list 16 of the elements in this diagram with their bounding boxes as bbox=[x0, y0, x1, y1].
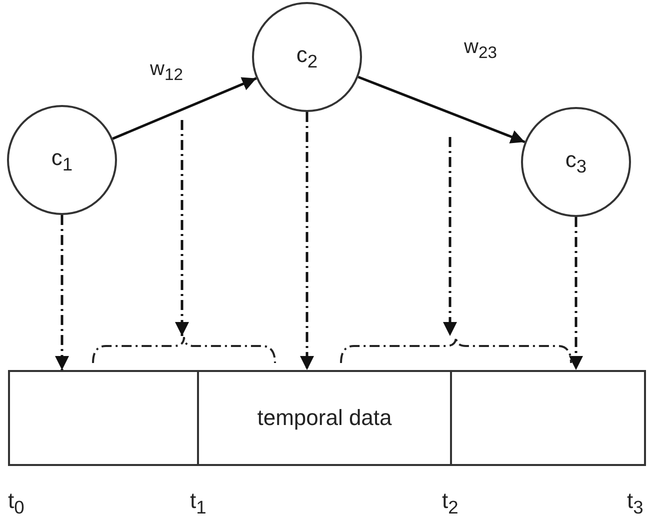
time-segment bbox=[450, 370, 646, 466]
concept-label: c$_{3}$ bbox=[565, 146, 587, 178]
concept-label: c$_{1}$ bbox=[51, 144, 73, 176]
arrow bbox=[55, 215, 69, 370]
time-segment bbox=[197, 370, 452, 466]
arrow bbox=[175, 120, 189, 336]
arrow bbox=[112, 77, 257, 140]
curly-brace bbox=[340, 336, 572, 364]
segment-label: temporal data bbox=[257, 405, 392, 431]
concept-label: c$_{2}$ bbox=[296, 42, 318, 72]
arrow bbox=[358, 76, 526, 144]
arrow bbox=[569, 217, 583, 370]
arrow bbox=[443, 137, 457, 336]
curly-brace bbox=[92, 336, 276, 364]
arrow bbox=[300, 112, 314, 370]
time-segment bbox=[8, 370, 199, 466]
